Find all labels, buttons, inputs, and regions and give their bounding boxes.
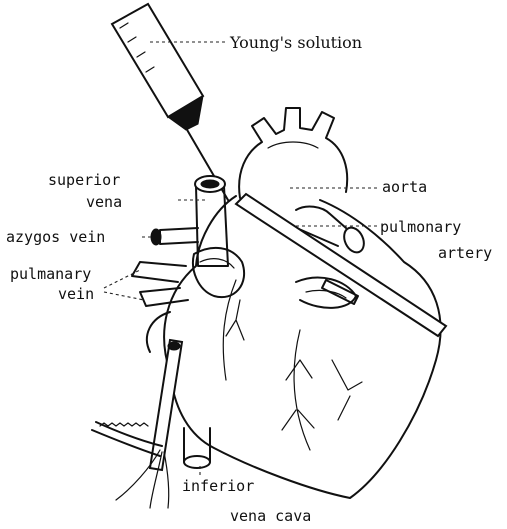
label-pulmonary-artery-line1: pulmonary: [380, 219, 461, 236]
label-aorta: aorta: [382, 179, 427, 196]
label-inferior-line2: vena cava: [230, 508, 311, 525]
label-pulmanary-vein-line1: pulmanary: [10, 266, 91, 283]
label-pulmanary-vein-line2: vein: [58, 286, 94, 303]
azygos-vein: [142, 228, 198, 245]
lower-rod-clamp: [92, 340, 182, 508]
aorta-arch: [239, 108, 378, 198]
syringe-barrel: [112, 4, 203, 117]
pulmonary-veins: [104, 262, 188, 352]
syringe: [112, 4, 228, 200]
label-azygos-vein: azygos vein: [6, 229, 105, 246]
label-superior-vena-line1: superior: [48, 172, 120, 189]
label-youngs-solution: Young's solution: [230, 34, 362, 51]
glass-rod-upper: [236, 194, 446, 336]
label-inferior-line1: inferior: [182, 478, 254, 495]
label-superior-vena-line2: vena: [86, 194, 122, 211]
superior-vena-cava: [178, 176, 228, 266]
label-pulmonary-artery-line2: artery: [438, 245, 492, 262]
